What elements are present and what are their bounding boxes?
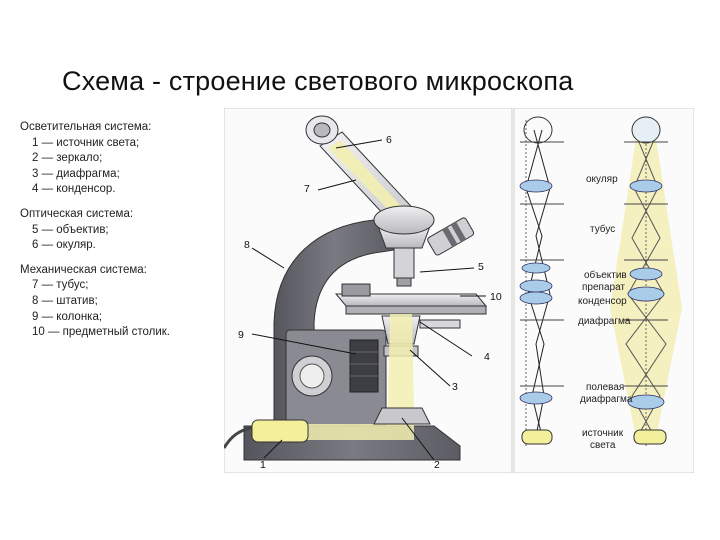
legend-mechanical-system: Механическая система: 7 — тубус; 8 — шта… (20, 263, 220, 341)
callout-4: 4 (484, 351, 490, 363)
ray-lamp-left (521, 429, 553, 445)
legend-item: 4 — конденсор. (32, 183, 116, 196)
microscope-column (349, 339, 379, 393)
label-eyepiece: окуляр (586, 174, 618, 185)
label-condenser: конденсор (578, 296, 627, 307)
light-path (388, 314, 414, 410)
legend: Осветительная система: 1 — источник свет… (20, 120, 220, 350)
ray-lamp-right (633, 429, 667, 445)
tube-light (328, 140, 414, 226)
focus-knob-inner (299, 363, 325, 389)
microscope-figure: 6 7 8 5 10 9 4 3 1 2 (224, 108, 694, 473)
legend-item: 6 — окуляр. (32, 239, 96, 252)
legend-heading: Осветительная система: (20, 121, 152, 133)
eye-symbol (523, 116, 553, 144)
microscope-illustration: 6 7 8 5 10 9 4 3 1 2 (224, 108, 694, 473)
eyepiece (305, 115, 339, 145)
label-field: полевая (586, 382, 624, 393)
microscope-head (373, 205, 435, 235)
legend-heading: Механическая система: (20, 263, 147, 276)
callout-7: 7 (304, 183, 310, 195)
label-field-diaphragm: диафрагма (580, 393, 633, 405)
legend-item: 5 — объектив; (32, 223, 109, 236)
label-source: источник (582, 428, 624, 439)
label-diaphragm: диафрагма (578, 315, 631, 327)
callout-10: 10 (490, 291, 502, 303)
lens-set-right (627, 179, 665, 410)
label-light: света (590, 440, 616, 451)
callout-6: 6 (386, 134, 392, 146)
legend-lighting-system: Осветительная система: 1 — источник свет… (20, 120, 220, 198)
eye-symbol (631, 116, 661, 144)
label-objective: объектив (584, 269, 627, 281)
page-title: Схема - строение светового микроскопа (62, 66, 574, 96)
callout-3: 3 (452, 381, 458, 393)
plane-markers (520, 141, 668, 387)
callout-5: 5 (478, 261, 484, 273)
callout-1: 1 (260, 459, 266, 471)
legend-item: 9 — колонка; (32, 310, 103, 323)
mirror (373, 407, 431, 425)
light-source (251, 419, 309, 443)
objective (393, 247, 415, 279)
callout-8: 8 (244, 239, 250, 251)
stage-clip (341, 283, 371, 297)
lens-set-left (519, 179, 553, 405)
label-tube: тубус (590, 223, 615, 235)
legend-item: 10 — предметный столик. (32, 326, 170, 339)
legend-heading: Оптическая система: (20, 207, 134, 220)
legend-item: 2 — зеркало; (32, 152, 103, 165)
label-specimen: препарат (582, 282, 625, 293)
callout-9: 9 (238, 329, 244, 341)
legend-optical-system: Оптическая система: 5 — объектив; 6 — ок… (20, 207, 220, 254)
lamp-cable (224, 426, 253, 449)
stage-knob (419, 319, 461, 329)
leader-lines (251, 139, 486, 461)
legend-item: 1 — источник света; (32, 136, 140, 149)
callout-2: 2 (434, 459, 440, 471)
legend-item: 3 — диафрагма; (32, 167, 120, 180)
objective-side (427, 217, 475, 256)
legend-item: 8 — штатив; (32, 294, 98, 307)
stage-edge (345, 305, 487, 315)
legend-item: 7 — тубус; (32, 279, 89, 292)
